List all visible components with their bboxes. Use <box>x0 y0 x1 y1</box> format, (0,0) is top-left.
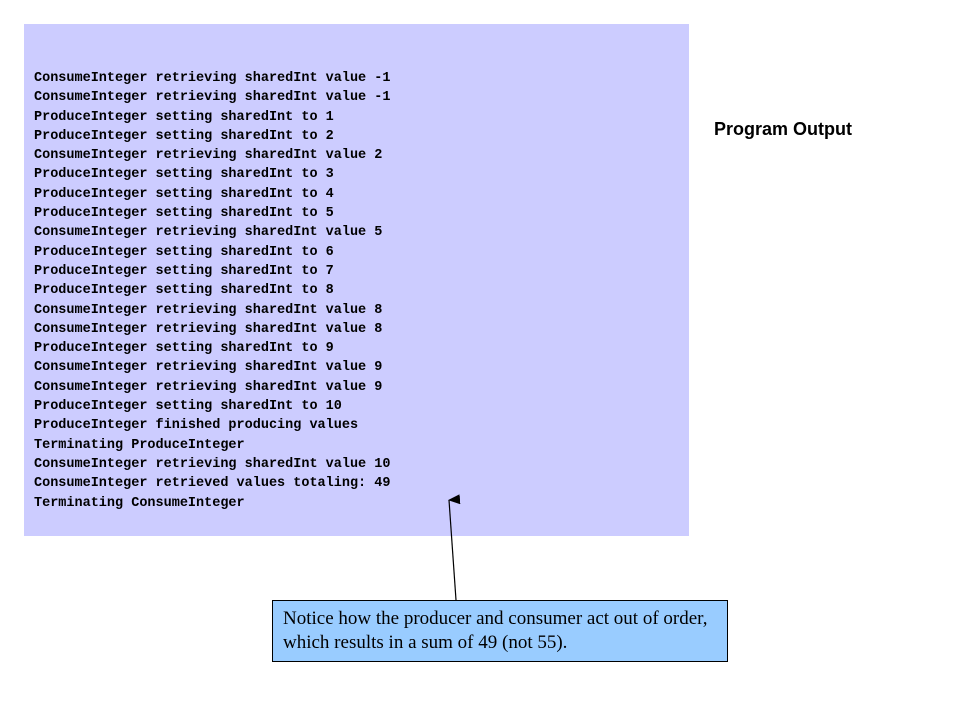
output-line: Terminating ProduceInteger <box>34 437 245 453</box>
output-line: ProduceInteger setting sharedInt to 9 <box>34 341 334 357</box>
program-output-label: Program Output <box>714 119 852 139</box>
output-line: ProduceInteger setting sharedInt to 6 <box>34 244 334 260</box>
output-line: Terminating ConsumeInteger <box>34 495 245 511</box>
output-line: ProduceInteger setting sharedInt to 8 <box>34 283 334 299</box>
output-line: ConsumeInteger retrieving sharedInt valu… <box>34 71 391 86</box>
output-line: ProduceInteger setting sharedInt to 10 <box>34 399 342 415</box>
output-line: ConsumeInteger retrieving sharedInt valu… <box>34 225 383 241</box>
program-output-panel: ConsumeInteger retrieving sharedInt valu… <box>24 24 689 536</box>
output-line: ProduceInteger setting sharedInt to 5 <box>34 206 334 222</box>
output-line: ProduceInteger setting sharedInt to 4 <box>34 186 334 202</box>
output-line: ConsumeInteger retrieving sharedInt valu… <box>34 90 391 106</box>
output-line: ProduceInteger finished producing values <box>34 418 359 434</box>
output-line: ProduceInteger setting sharedInt to 1 <box>34 109 334 125</box>
output-line: ProduceInteger setting sharedInt to 3 <box>34 167 334 183</box>
output-line: ConsumeInteger retrieving sharedInt valu… <box>34 379 383 395</box>
output-lines: ConsumeInteger retrieving sharedInt valu… <box>34 69 390 513</box>
output-line: ConsumeInteger retrieving sharedInt valu… <box>34 456 391 472</box>
output-line: ConsumeInteger retrieving sharedInt valu… <box>34 148 383 164</box>
callout-note: Notice how the producer and consumer act… <box>272 600 728 662</box>
output-line: ConsumeInteger retrieved values totaling… <box>34 476 391 492</box>
output-line: ConsumeInteger retrieving sharedInt valu… <box>34 302 383 318</box>
output-line: ConsumeInteger retrieving sharedInt valu… <box>34 321 383 337</box>
output-line: ConsumeInteger retrieving sharedInt valu… <box>34 360 383 376</box>
output-line: ProduceInteger setting sharedInt to 7 <box>34 263 334 279</box>
output-line: ProduceInteger setting sharedInt to 2 <box>34 128 334 144</box>
